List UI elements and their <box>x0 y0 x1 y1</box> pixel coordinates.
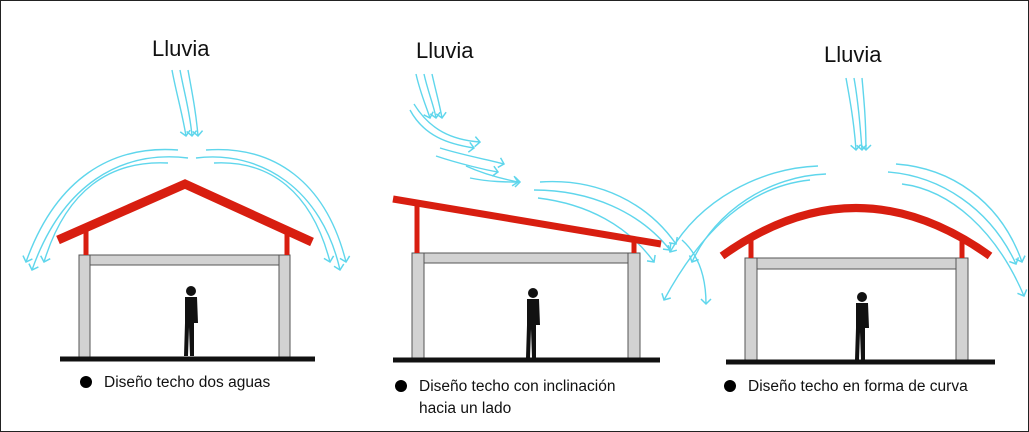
curved-roof <box>719 204 993 260</box>
rain-label: Lluvia <box>824 42 882 67</box>
rain-arrows <box>409 73 712 306</box>
rain-label: Lluvia <box>152 36 210 61</box>
building-structure <box>411 252 641 359</box>
rain-arrows <box>661 77 1028 301</box>
caption-curved-roof: Diseño techo en forma de curva <box>724 376 968 398</box>
caption-shed-roof: Diseño techo con inclinación hacia un la… <box>395 376 615 420</box>
bullet-icon <box>395 380 407 392</box>
caption-text-block: Diseño techo con inclinación hacia un la… <box>419 376 615 420</box>
panel-gable-roof: Lluvia <box>22 36 351 362</box>
caption-gable-roof: Diseño techo dos aguas <box>80 372 270 394</box>
panel-shed-roof: Lluvia <box>392 38 712 363</box>
caption-line-1: Diseño techo con inclinación <box>419 378 616 395</box>
bullet-icon <box>724 380 736 392</box>
bullet-icon <box>80 376 92 388</box>
person-silhouette <box>855 292 869 360</box>
person-silhouette <box>184 286 198 356</box>
rain-label: Lluvia <box>416 38 474 63</box>
caption-text: Diseño techo en forma de curva <box>748 378 968 395</box>
panel-curved-roof: Lluvia <box>661 42 1028 365</box>
shed-roof <box>392 195 662 253</box>
person-silhouette <box>526 288 540 358</box>
caption-text: Diseño techo dos aguas <box>104 374 271 391</box>
caption-line-2: hacia un lado <box>419 400 512 417</box>
gable-roof <box>56 179 314 255</box>
rain-arrows <box>22 69 351 272</box>
